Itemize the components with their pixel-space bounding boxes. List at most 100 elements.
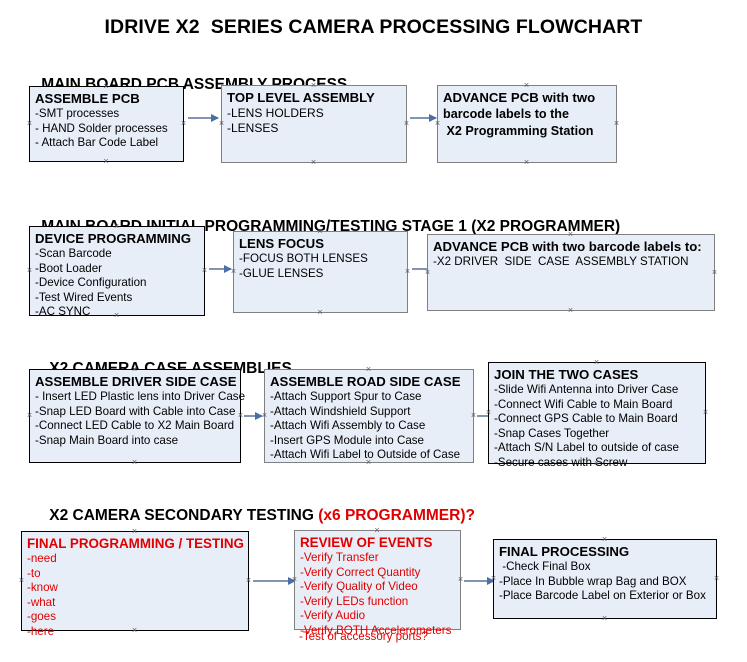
connector-handle-bottom — [317, 309, 324, 316]
box-title: DEVICE PROGRAMMING — [35, 231, 192, 246]
connector-handle-top — [523, 82, 530, 89]
box-title: LENS FOCUS — [239, 236, 324, 251]
box-line: -Slide Wifi Antenna into Driver Case — [494, 383, 679, 396]
connector-handle-bottom — [601, 615, 608, 622]
box-line: -Connect Wifi Cable to Main Board — [494, 397, 673, 411]
box-title: FINAL PROGRAMMING / TESTING — [27, 536, 244, 551]
connector-handle-left — [26, 120, 33, 127]
box-line: -LENS HOLDERS — [227, 106, 324, 120]
box-line: -Verify Audio — [300, 609, 366, 623]
box-assemble-road-side-case[interactable]: ASSEMBLE ROAD SIDE CASE -Attach Support … — [264, 369, 474, 463]
section-heading-x2-camera-secondary-testing: X2 CAMERA SECONDARY TESTING (x6 PROGRAMM… — [32, 489, 475, 543]
box-line: - Insert LED Plastic lens into Driver Ca… — [35, 390, 246, 403]
connector-handle-bottom — [310, 159, 317, 166]
box-title: ASSEMBLE PCB — [35, 91, 140, 106]
page-title: IDRIVE X2 SERIES CAMERA PROCESSING FLOWC… — [104, 16, 643, 38]
box-line: -Verify BOTH Accelerometers — [300, 623, 452, 637]
box-final-processing[interactable]: FINAL PROCESSING -Check Final Box -Place… — [493, 539, 717, 619]
box-advance-pcb-programming-station[interactable]: ADVANCE PCB with two barcode labels to t… — [437, 85, 617, 163]
box-line: -Check Final Box — [499, 560, 591, 573]
box-title: ADVANCE PCB with two — [443, 90, 596, 105]
connector-handle-right — [180, 120, 187, 127]
box-line: -here — [27, 624, 55, 638]
box-line: -know — [27, 581, 58, 595]
connector-handle-top — [365, 366, 372, 373]
box-title: JOIN THE TWO CASES — [494, 367, 639, 382]
box-join-the-two-cases[interactable]: JOIN THE TWO CASES -Slide Wifi Antenna i… — [488, 359, 706, 469]
box-line: -Insert GPS Module into Case — [270, 433, 425, 447]
box-line: -X2 DRIVER SIDE CASE ASSEMBLY STATION — [433, 255, 689, 268]
box-title: ADVANCE PCB with two barcode labels to: — [433, 239, 702, 254]
arrow-top-level-to-advance-pcb — [410, 114, 437, 122]
arrow-review-of-events-to-final-processing — [464, 577, 495, 585]
connector-handle-right — [237, 412, 244, 419]
box-line: -Test Wired Events — [35, 290, 133, 304]
box-line: -LENSES — [227, 121, 279, 135]
box-line: -Attach Wifi Label to Outside of Case — [270, 448, 461, 462]
box-title: FINAL PROCESSING — [499, 544, 630, 559]
connector-handle-bottom — [131, 459, 138, 466]
box-assemble-pcb[interactable]: ASSEMBLE PCB -SMT processes - HAND Solde… — [29, 86, 184, 162]
box-review-of-events[interactable]: REVIEW OF EVENTS -Verify Transfer -Verif… — [294, 530, 464, 637]
box-line: -GLUE LENSES — [239, 266, 324, 280]
box-line: -Place Barcode Label on Exterior or Box — [499, 589, 706, 603]
box-line: -Scan Barcode — [35, 247, 112, 260]
connector-handle-left — [18, 577, 25, 584]
box-title: ASSEMBLE DRIVER SIDE CASE — [35, 374, 237, 389]
box-line: -to — [27, 566, 41, 580]
box-line: - Attach Bar Code Label — [35, 136, 159, 150]
box-line: -Device Configuration — [35, 276, 147, 290]
box-title: ASSEMBLE ROAD SIDE CASE — [270, 374, 461, 389]
box-line: -Connect LED Cable to X2 Main Board — [35, 419, 235, 433]
connector-handle-right — [613, 120, 620, 127]
box-line: -Snap Main Board into case — [35, 433, 179, 447]
section-heading-text: X2 CAMERA SECONDARY TESTING — [49, 507, 319, 524]
connector-handle-right — [404, 268, 411, 275]
box-line: -Attach Wifi Assembly to Case — [270, 419, 426, 433]
box-line: -Place In Bubble wrap Bag and BOX — [499, 574, 687, 588]
box-line: -Verify Transfer — [300, 551, 379, 564]
box-line: -FOCUS BOTH LENSES — [239, 252, 368, 265]
box-line: -what — [27, 595, 56, 609]
connector-handle-right — [403, 120, 410, 127]
connector-handle-right — [711, 269, 718, 276]
box-line: -Verify Quality of Video — [300, 580, 418, 594]
connector-handle-top — [601, 536, 608, 543]
box-line: -Attach Windshield Support — [270, 404, 411, 418]
box-line: -Attach S/N Label to outside of case — [494, 441, 679, 455]
box-line: -SMT processes — [35, 107, 120, 120]
box-line-overflow-review-of-events: -Test of accessory ports? — [299, 630, 428, 643]
connector-handle-top — [593, 359, 600, 366]
connector-handle-left — [218, 120, 225, 127]
box-line: -goes — [27, 610, 57, 624]
arrow-final-programming-to-review-of-events — [253, 577, 296, 585]
box-device-programming[interactable]: DEVICE PROGRAMMING -Scan Barcode -Boot L… — [29, 226, 208, 318]
box-line: barcode labels to the — [443, 107, 569, 121]
box-line: -Attach Support Spur to Case — [270, 390, 422, 403]
box-line: -Verify Correct Quantity — [300, 565, 421, 579]
arrow-device-programming-to-lens-focus — [209, 265, 232, 273]
connector-handle-right — [470, 412, 477, 419]
box-assemble-driver-side-case[interactable]: ASSEMBLE DRIVER SIDE CASE - Insert LED P… — [26, 369, 246, 466]
connector-handle-right — [457, 576, 464, 583]
box-line: - HAND Solder processes — [35, 121, 168, 135]
arrow-assemble-pcb-to-top-level — [188, 114, 219, 122]
box-line: -Snap Cases Together — [494, 426, 610, 440]
box-line: -Connect GPS Cable to Main Board — [494, 412, 678, 426]
box-title: REVIEW OF EVENTS — [300, 535, 433, 550]
connector-handle-left — [26, 412, 33, 419]
connector-handle-right — [713, 575, 720, 582]
box-line: -Boot Loader — [35, 261, 103, 275]
connector-handle-bottom — [523, 159, 530, 166]
box-final-programming-testing[interactable]: FINAL PROGRAMMING / TESTING -need -to -k… — [18, 531, 252, 638]
box-advance-pcb-driver-side-station[interactable]: ADVANCE PCB with two barcode labels to: … — [427, 234, 715, 311]
box-top-level-assembly[interactable]: TOP LEVEL ASSEMBLY -LENS HOLDERS -LENSES — [221, 85, 407, 163]
connector-handle-right — [245, 577, 252, 584]
box-line: -need — [27, 552, 57, 565]
arrow-driver-side-to-road-side — [244, 412, 263, 420]
connector-handle-right — [201, 267, 208, 274]
box-line: -Snap LED Board with Cable into Case — [35, 404, 236, 418]
box-lens-focus[interactable]: LENS FOCUS -FOCUS BOTH LENSES -GLUE LENS… — [233, 231, 408, 313]
section-heading-red-suffix: (x6 PROGRAMMER)? — [318, 507, 475, 524]
